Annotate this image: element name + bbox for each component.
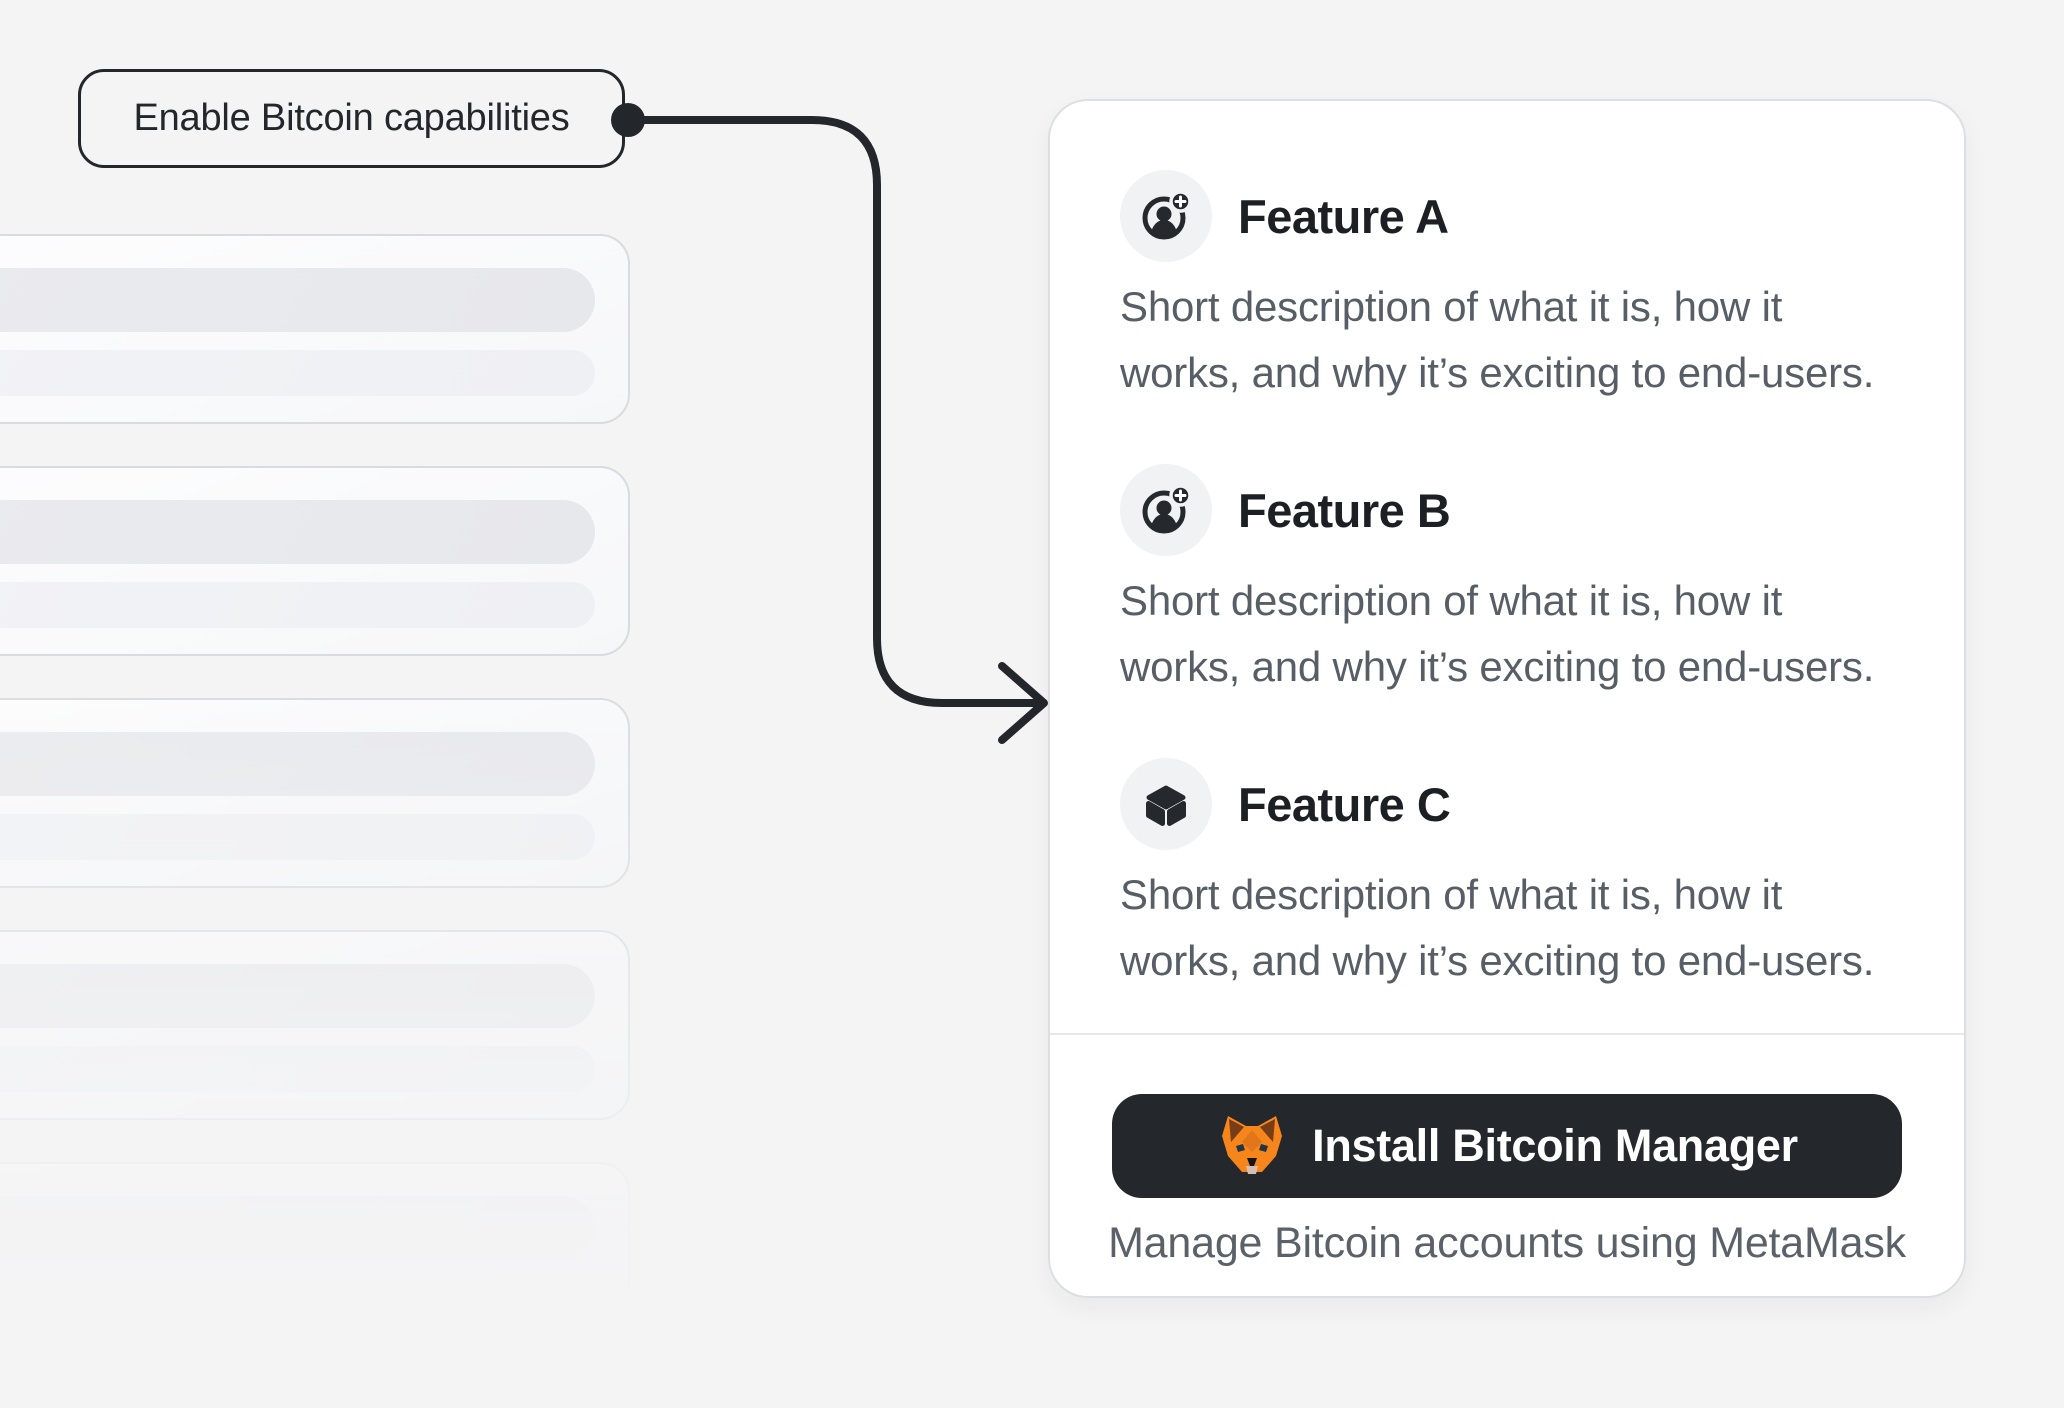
skeleton-bar [0, 582, 595, 628]
feature-item-a: Feature A Short description of what it i… [1120, 170, 1906, 406]
feature-description: Short description of what it is, how it … [1120, 871, 1875, 984]
skeleton-bar [0, 1278, 595, 1324]
callout-label: Enable Bitcoin capabilities [78, 69, 625, 168]
skeleton-card [0, 1162, 630, 1352]
feature-item-b: Feature B Short description of what it i… [1120, 464, 1906, 700]
arrowhead-icon [998, 662, 1048, 744]
feature-description: Short description of what it is, how it … [1120, 283, 1875, 396]
footer-caption: Manage Bitcoin accounts using MetaMask [1108, 1219, 1906, 1267]
feature-description: Short description of what it is, how it … [1120, 577, 1875, 690]
skeleton-card [0, 698, 630, 888]
user-add-icon [1142, 484, 1192, 534]
install-button-label: Install Bitcoin Manager [1312, 1120, 1798, 1171]
skeleton-bar [0, 350, 595, 396]
skeleton-bar [0, 500, 595, 564]
skeleton-bar [0, 964, 595, 1028]
feature-list: Feature A Short description of what it i… [1050, 101, 1964, 1033]
user-add-icon [1142, 190, 1192, 240]
feature-item-c: Feature C Short description of what it i… [1120, 758, 1906, 994]
skeleton-bar [0, 814, 595, 860]
skeleton-bar [0, 1196, 595, 1260]
install-bitcoin-manager-button[interactable]: Install Bitcoin Manager [1112, 1094, 1902, 1198]
section-divider [1050, 1033, 1964, 1035]
callout-label-text: Enable Bitcoin capabilities [133, 97, 570, 139]
feature-icon-chip [1120, 170, 1212, 262]
metamask-fox-icon [1222, 1116, 1283, 1174]
skeleton-column [0, 234, 630, 1394]
feature-icon-chip [1120, 758, 1212, 850]
skeleton-card [0, 234, 630, 424]
card-footer: Install Bitcoin Manager Manage Bitcoin a… [1050, 1035, 1964, 1296]
feature-title: Feature C [1238, 777, 1451, 831]
feature-title: Feature A [1238, 189, 1449, 243]
feature-card: Feature A Short description of what it i… [1048, 99, 1966, 1298]
cube-icon [1146, 785, 1186, 826]
skeleton-bar [0, 1046, 595, 1092]
feature-title: Feature B [1238, 483, 1451, 537]
skeleton-bar [0, 268, 595, 332]
skeleton-bar [0, 732, 595, 796]
feature-icon-chip [1120, 464, 1212, 556]
skeleton-card [0, 930, 630, 1120]
skeleton-card [0, 466, 630, 656]
